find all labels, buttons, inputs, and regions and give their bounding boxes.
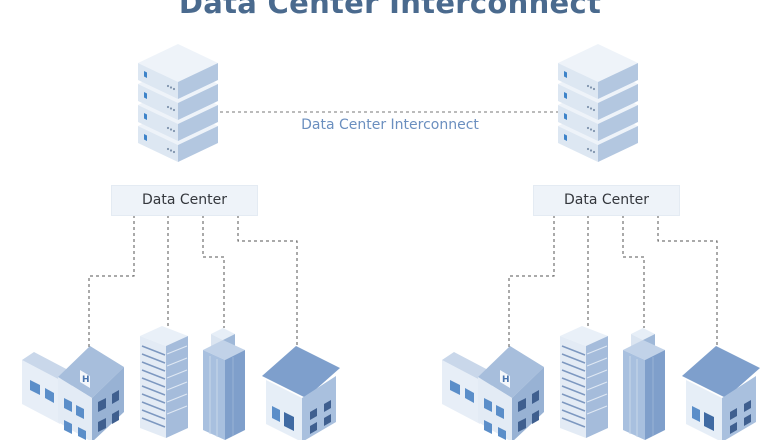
tower-icon	[202, 327, 246, 440]
page-title: Data Center Interconnect	[178, 0, 602, 20]
connectors-left	[88, 215, 298, 352]
house-icon	[262, 346, 340, 440]
tower-icon	[622, 327, 666, 440]
hospital-icon	[22, 346, 124, 440]
connectors-right	[508, 215, 718, 352]
skyscraper-icon	[559, 325, 609, 439]
hospital-icon	[442, 346, 544, 440]
skyscraper-icon	[139, 325, 189, 439]
data-center-label-left: Data Center	[111, 185, 258, 216]
interconnect-label: Data Center Interconnect	[301, 117, 479, 133]
server-stack-left-icon	[138, 44, 218, 162]
data-center-label-right: Data Center	[533, 185, 680, 216]
server-stack-right-icon	[558, 44, 638, 162]
house-icon	[682, 346, 760, 440]
